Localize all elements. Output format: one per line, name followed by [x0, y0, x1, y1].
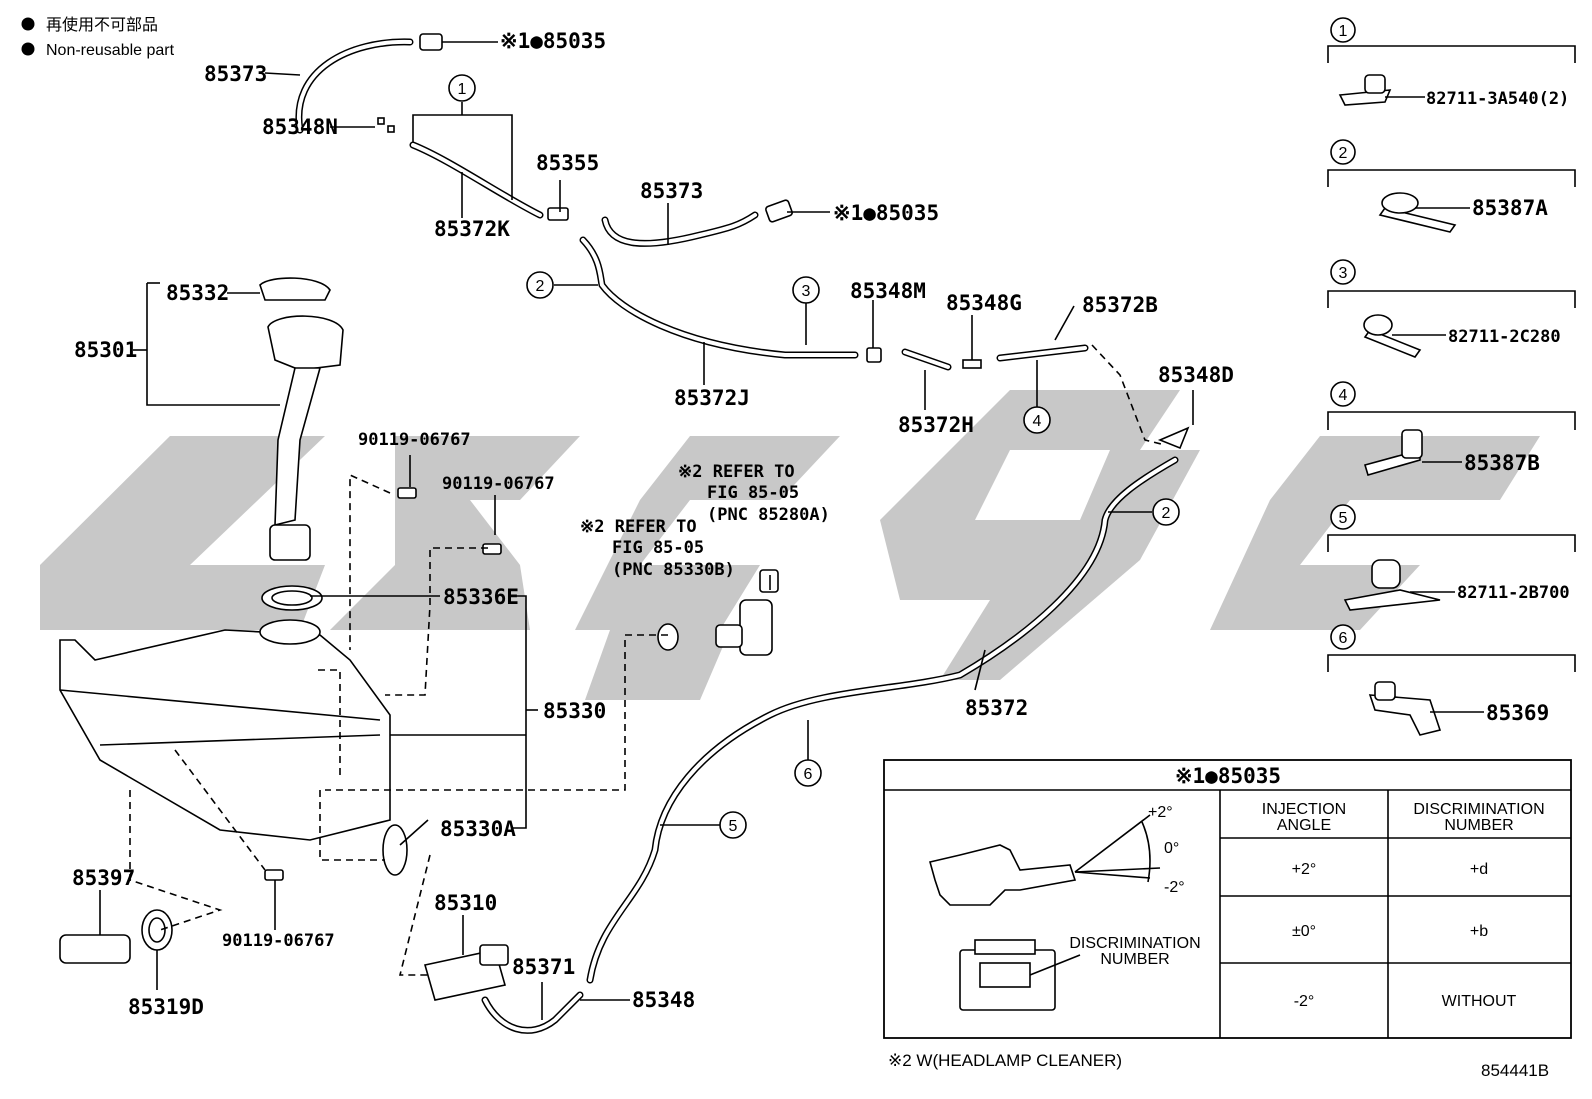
part-label: 85310: [434, 891, 497, 915]
sidebar-num: 3: [1339, 265, 1348, 282]
clip-marker-5: [719, 811, 747, 839]
clip-number: 3: [802, 283, 811, 300]
angle-label: -2°: [1164, 879, 1185, 896]
leader-lines: [99, 41, 1194, 1020]
clip-marker-2: [526, 271, 554, 299]
part-label: 85348G: [946, 291, 1022, 315]
legend: 再使用不可部品 Non-reusable part: [21, 16, 175, 59]
sidebar-part: 85387A: [1472, 196, 1548, 220]
part-label: 85319D: [128, 995, 204, 1019]
part-label: 85373: [204, 62, 267, 86]
table-header-disc: DISCRIMINATION: [1413, 801, 1544, 818]
sidebar-part: 82711-3A540(2): [1426, 89, 1569, 109]
ref-note-line: (PNC 85330B): [612, 560, 735, 580]
part-label: ※1●85035: [500, 29, 606, 53]
sidebar-num: 6: [1339, 630, 1348, 647]
clip-marker-3: [792, 276, 820, 304]
clip-number: 5: [729, 818, 738, 835]
clip-number: 1: [458, 81, 467, 98]
clip-marker-6: [794, 759, 822, 787]
table-title: ※1●85035: [1175, 764, 1281, 788]
clip-legend-sidebar: 1 82711-3A540(2) 2 85387A 3 82711-2C280 …: [1327, 17, 1576, 736]
ref-note-line: FIG 85-05: [707, 483, 799, 503]
small-parts: [59, 33, 1190, 1001]
part-label: 85301: [74, 338, 137, 362]
table-cell: +b: [1470, 923, 1488, 940]
sidebar-part: 82711-2B700: [1457, 583, 1570, 603]
table-header-angle: INJECTION: [1262, 801, 1346, 818]
sidebar-num: 4: [1339, 387, 1348, 404]
clip-number: 4: [1033, 413, 1042, 430]
hoses: [295, 38, 1179, 1034]
sidebar-num: 2: [1339, 145, 1348, 162]
sidebar-num: 5: [1339, 510, 1348, 527]
clip-markers: 1 2 3 4 2 6 5: [448, 74, 1180, 839]
clip-marker-1: [448, 74, 476, 102]
legend-line-2: Non-reusable part: [46, 42, 175, 59]
part-label: 85397: [72, 866, 135, 890]
watermark-logo: [40, 390, 1540, 700]
part-label: 85371: [512, 955, 575, 979]
table-header-angle: ANGLE: [1277, 817, 1331, 834]
part-label: 85348: [632, 988, 695, 1012]
table-cell: -2°: [1294, 993, 1315, 1010]
part-label: 85348D: [1158, 363, 1234, 387]
part-label: 85372: [965, 696, 1028, 720]
ref-note-line: ※2 REFER TO: [678, 462, 795, 482]
part-label: 85372H: [898, 413, 974, 437]
legend-dot-icon: [21, 17, 35, 31]
part-label: 85330: [543, 699, 606, 723]
part-label: 85348N: [262, 115, 338, 139]
part-label: 90119-06767: [358, 430, 471, 450]
table-cell: +d: [1470, 861, 1488, 878]
angle-label: +2°: [1148, 804, 1173, 821]
nozzle-spec-table: ※1●85035 INJECTION ANGLE DISCRIMINATION …: [883, 759, 1572, 1039]
sidebar-part: 85369: [1486, 701, 1549, 725]
clip-number: 2: [536, 278, 545, 295]
clip-marker-2b: [1152, 498, 1180, 526]
diagram-code: 854441B: [1481, 1061, 1549, 1080]
table-header-disc: NUMBER: [1444, 817, 1513, 834]
part-label: 85372K: [434, 217, 510, 241]
reference-notes: ※2 REFER TO FIG 85-05 (PNC 85280A) ※2 RE…: [580, 462, 830, 580]
footnote: ※2 W(HEADLAMP CLEANER): [888, 1051, 1122, 1070]
table-cell: WITHOUT: [1442, 993, 1517, 1010]
part-label: 85348M: [850, 279, 926, 303]
part-labels: 85373 ※1●85035 85348N 85372K 85355 85373…: [72, 29, 1234, 1019]
ref-note-line: (PNC 85280A): [707, 505, 830, 525]
part-label: 85372J: [674, 386, 750, 410]
part-label: 85373: [640, 179, 703, 203]
part-label: 85332: [166, 281, 229, 305]
clip-number: 2: [1162, 505, 1171, 522]
part-label: 85355: [536, 151, 599, 175]
clip-marker-4: [1023, 406, 1051, 434]
angle-label: 0°: [1164, 840, 1179, 857]
ref-note-line: FIG 85-05: [612, 538, 704, 558]
sidebar-part: 85387B: [1464, 451, 1540, 475]
part-label: ※1●85035: [833, 201, 939, 225]
ref-note-line: ※2 REFER TO: [580, 517, 697, 537]
legend-line-1: 再使用不可部品: [46, 16, 158, 34]
part-label: 90119-06767: [442, 474, 555, 494]
dashed-assembly-lines: [129, 344, 1166, 976]
disc-label: NUMBER: [1100, 951, 1169, 968]
sidebar-part: 82711-2C280: [1448, 327, 1561, 347]
part-label: 85336E: [443, 585, 519, 609]
clip-number: 6: [804, 766, 813, 783]
table-cell: ±0°: [1292, 923, 1316, 940]
legend-dot-icon: [21, 42, 35, 56]
part-label: 85330A: [440, 817, 516, 841]
part-label: 85372B: [1082, 293, 1158, 317]
disc-label: DISCRIMINATION: [1069, 935, 1200, 952]
part-label: 90119-06767: [222, 931, 335, 951]
table-cell: +2°: [1292, 861, 1317, 878]
sidebar-num: 1: [1339, 23, 1348, 40]
